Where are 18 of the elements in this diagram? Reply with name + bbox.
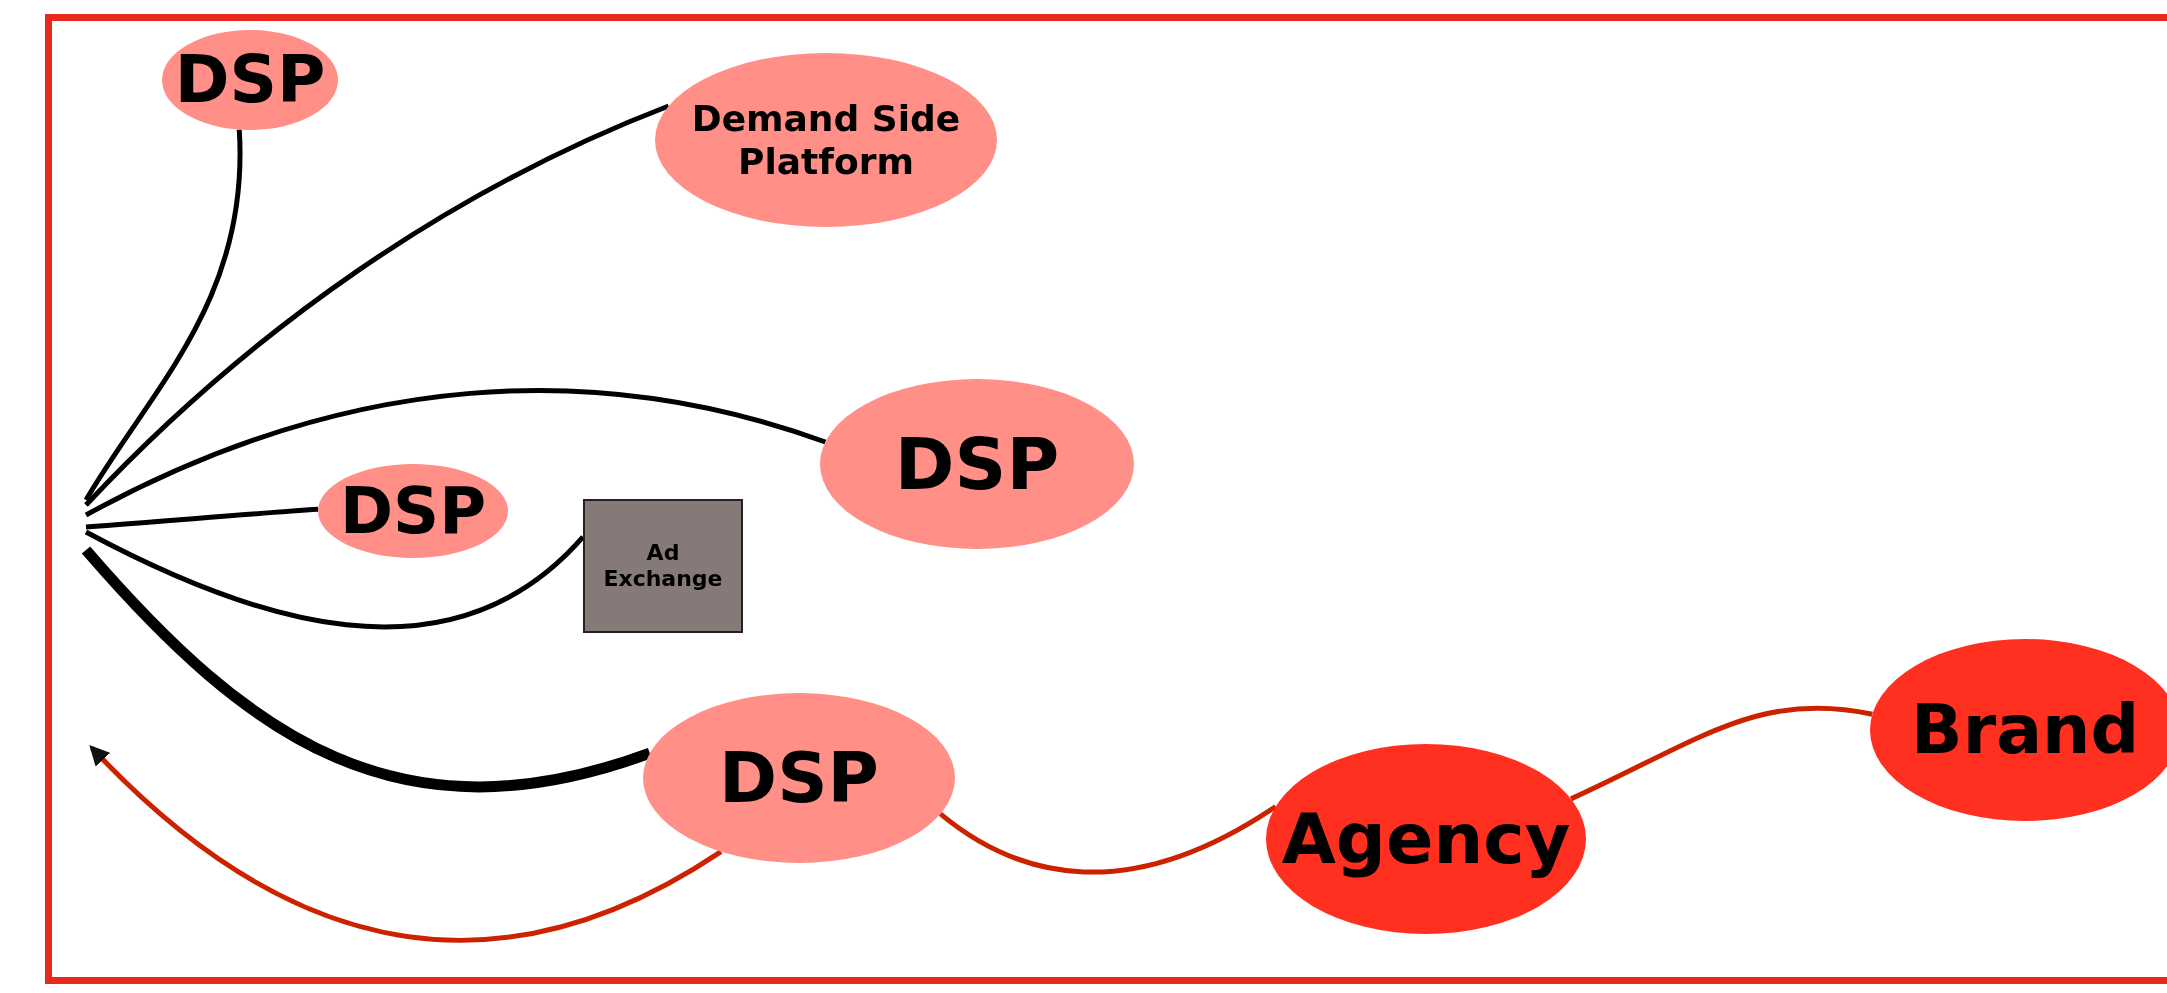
node-label: Agency <box>1281 797 1571 881</box>
arrow <box>89 745 723 943</box>
node-label: DSP <box>339 472 487 550</box>
node-label: DSP <box>894 420 1060 508</box>
connector-line <box>83 129 243 502</box>
node-label: Ad Exchange <box>602 539 724 593</box>
connector-line <box>84 529 585 630</box>
node-label: DSP <box>719 736 879 820</box>
process-box <box>583 499 743 633</box>
connector-line <box>1569 705 1873 802</box>
node-label: Brand <box>1910 689 2140 771</box>
connector-line <box>85 506 319 530</box>
node-label: Demand Side Platform <box>691 96 961 184</box>
node-label: DSP <box>174 40 326 120</box>
connector-line <box>84 103 670 507</box>
connector-line <box>81 546 652 793</box>
connector-line <box>84 388 827 518</box>
connector-line <box>938 804 1277 875</box>
